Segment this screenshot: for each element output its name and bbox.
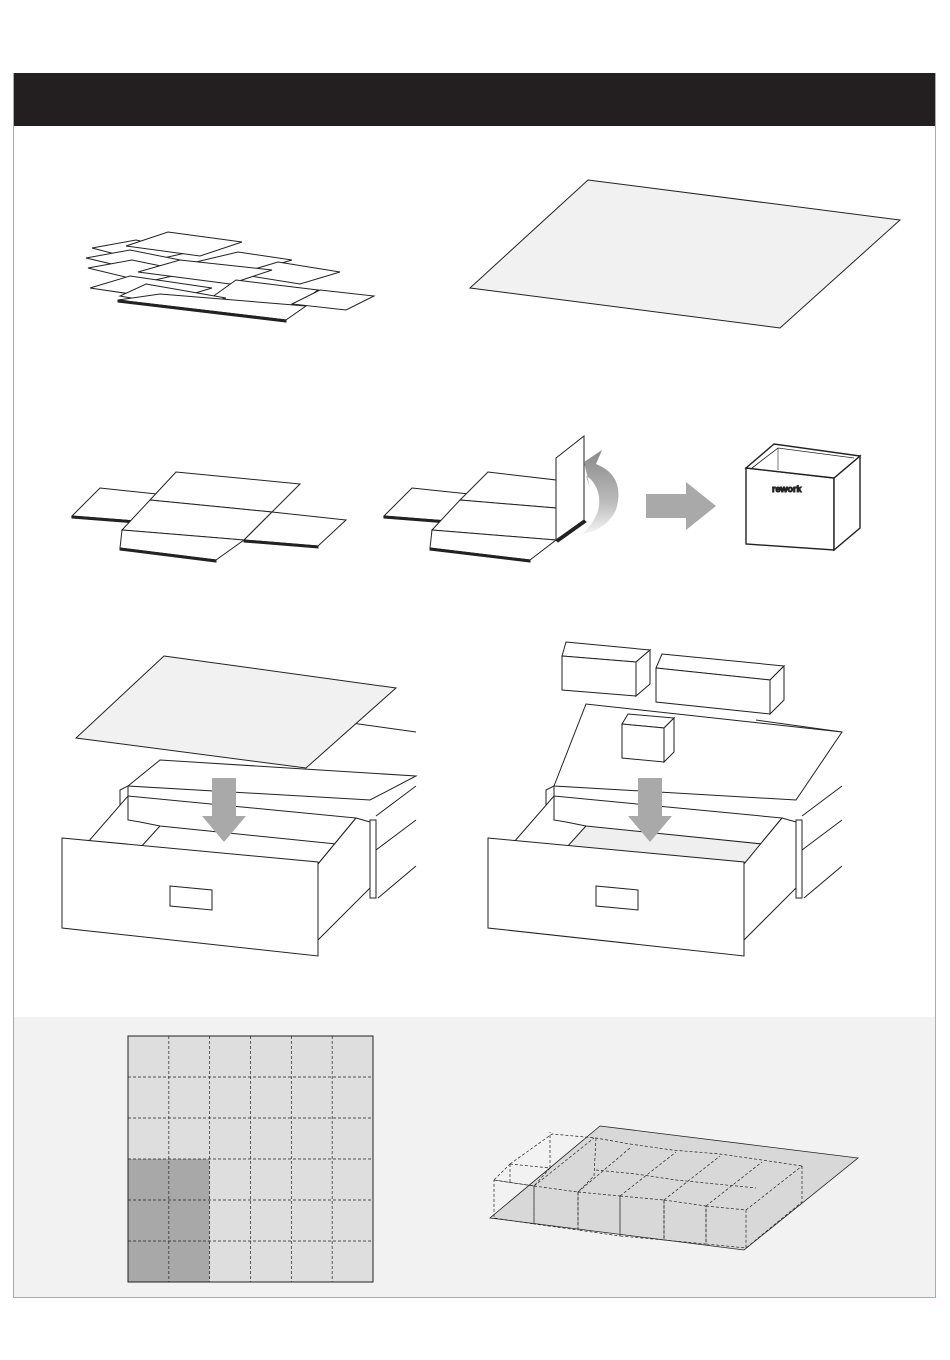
grid-cell	[251, 1159, 292, 1200]
drawer-with-boxes	[488, 642, 842, 956]
grid-cell	[291, 1159, 332, 1200]
grid-cell	[291, 1077, 332, 1118]
tray-layout	[490, 1126, 858, 1250]
grid-cell	[210, 1159, 251, 1200]
grid-cell	[251, 1118, 292, 1159]
stacked-flat-pieces	[86, 232, 374, 322]
assembled-box: rework	[746, 444, 860, 550]
grid-cell	[332, 1200, 373, 1241]
grid-cell	[251, 1200, 292, 1241]
grid-cell	[128, 1077, 169, 1118]
grid-cell	[251, 1077, 292, 1118]
grid-cell	[169, 1077, 210, 1118]
grid-cell	[128, 1241, 169, 1282]
grid-cell	[251, 1036, 292, 1077]
grid-cell	[332, 1077, 373, 1118]
grid-cell	[128, 1159, 169, 1200]
grid-cell	[169, 1159, 210, 1200]
grid-cell	[251, 1241, 292, 1282]
module-grid	[128, 1036, 373, 1282]
grid-cell	[332, 1241, 373, 1282]
folding-box-net	[384, 436, 586, 562]
unfolded-box-net	[72, 472, 346, 562]
grid-cell	[210, 1036, 251, 1077]
grid-cell	[291, 1036, 332, 1077]
grid-cell	[128, 1200, 169, 1241]
grid-cell	[210, 1118, 251, 1159]
arrow-right-icon	[646, 482, 716, 530]
grid-cell	[169, 1036, 210, 1077]
grid-cell	[332, 1118, 373, 1159]
grid-cell	[169, 1200, 210, 1241]
grid-cell	[169, 1241, 210, 1282]
grid-cell	[291, 1200, 332, 1241]
base-panel	[470, 180, 900, 328]
grid-cell	[332, 1159, 373, 1200]
grid-cell	[210, 1077, 251, 1118]
drawer-with-panel	[62, 656, 416, 956]
grid-cell	[128, 1118, 169, 1159]
grid-cell	[128, 1036, 169, 1077]
grid-cell	[169, 1118, 210, 1159]
grid-cell	[291, 1241, 332, 1282]
grid-cell	[332, 1036, 373, 1077]
grid-cell	[210, 1241, 251, 1282]
grid-cell	[291, 1118, 332, 1159]
brand-logo: rework	[772, 484, 803, 494]
curved-arrow-icon	[582, 450, 619, 534]
grid-cell	[210, 1200, 251, 1241]
